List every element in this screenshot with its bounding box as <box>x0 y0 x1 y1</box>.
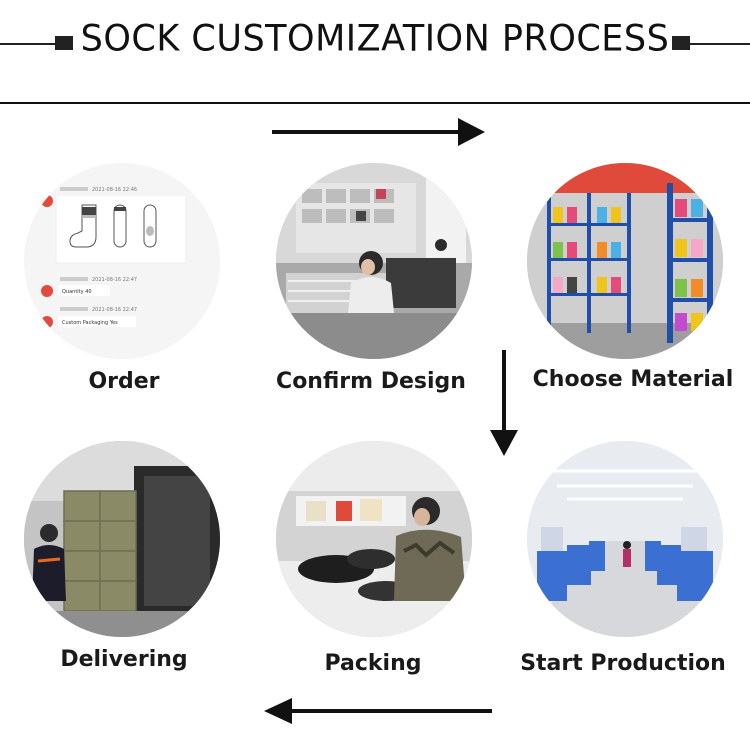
title-decoration-left-line <box>0 43 58 45</box>
arrow-right-icon <box>272 116 487 148</box>
page-title: SOCK CUSTOMIZATION PROCESS <box>80 18 670 60</box>
material-warehouse-image <box>527 163 723 359</box>
order-packaging: Custom Packaging Yes <box>62 320 118 326</box>
title-decoration-left-square <box>55 36 73 50</box>
order-screenshot-image: 2021-08-16 22:46 2021-08-16 22:47 Quanti… <box>24 163 220 359</box>
order-time-1: 2021-08-16 22:46 <box>92 187 137 193</box>
title-decoration-right-square <box>672 36 690 50</box>
order-quantity: Quantity 40 <box>62 289 92 295</box>
title-decoration-right-line <box>690 43 750 45</box>
step-label-order: Order <box>88 369 160 394</box>
avatar-icon <box>41 285 53 297</box>
step-label-choose-material: Choose Material <box>532 367 734 392</box>
step-label-confirm-design: Confirm Design <box>276 369 466 394</box>
title-divider <box>0 102 750 104</box>
arrow-down-icon <box>488 350 520 458</box>
arrow-left-icon <box>262 695 494 727</box>
step-label-packing: Packing <box>324 651 422 676</box>
production-factory-image <box>527 441 723 637</box>
header: SOCK CUSTOMIZATION PROCESS <box>0 0 750 105</box>
avatar-icon <box>41 316 53 328</box>
order-time-2: 2021-08-16 22:47 <box>92 277 137 283</box>
step-label-delivering: Delivering <box>60 647 188 672</box>
delivery-truck-image <box>24 441 220 637</box>
avatar-icon <box>41 195 53 207</box>
design-office-image <box>276 163 472 359</box>
packing-image <box>276 441 472 637</box>
step-label-start-production: Start Production <box>520 651 726 676</box>
order-time-3: 2021-08-16 22:47 <box>92 307 137 313</box>
